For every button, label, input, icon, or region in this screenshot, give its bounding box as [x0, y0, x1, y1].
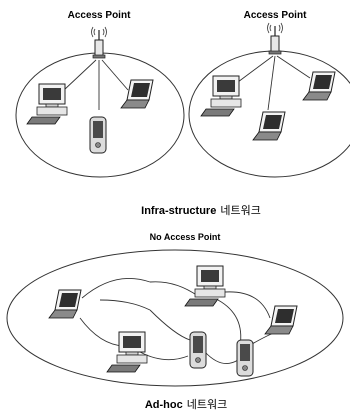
- adhoc-coverage-area: [6, 249, 344, 387]
- access-point-right-label: Access Point: [244, 10, 307, 21]
- adhoc-network: No Access Point Ad-hoc 네트워크: [6, 232, 344, 411]
- desktop-pc-icon: [184, 265, 226, 307]
- infrastructure-caption: Infra-structure 네트워크: [141, 204, 261, 217]
- access-point-right-icon: [266, 22, 284, 55]
- infrastructure-caption-ko: 네트워크: [220, 204, 260, 217]
- pda-icon: [89, 116, 107, 154]
- pda-icon: [189, 331, 207, 369]
- desktop-pc-icon: [106, 331, 148, 373]
- desktop-pc-icon: [200, 75, 242, 117]
- infrastructure-caption-en: Infra-structure: [141, 205, 216, 217]
- adhoc-caption: Ad-hoc 네트워크: [145, 398, 227, 411]
- desktop-pc-icon: [26, 83, 68, 125]
- adhoc-caption-en: Ad-hoc: [145, 399, 183, 411]
- laptop-icon: [120, 79, 154, 109]
- laptop-icon: [264, 305, 298, 335]
- laptop-icon: [48, 289, 82, 319]
- access-point-left-label: Access Point: [68, 10, 131, 21]
- adhoc-heading: No Access Point: [150, 232, 221, 242]
- pda-icon: [236, 339, 254, 377]
- infrastructure-network: Access Point Access Point Infra-structur…: [15, 10, 350, 217]
- laptop-icon: [252, 111, 286, 141]
- adhoc-caption-ko: 네트워크: [187, 398, 227, 411]
